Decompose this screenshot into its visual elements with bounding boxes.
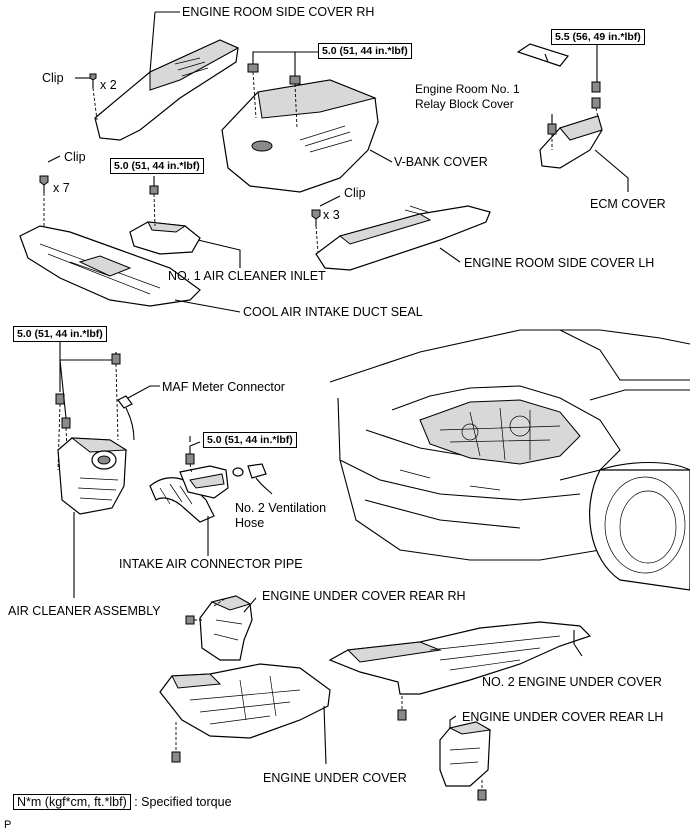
label-engine-under-cover-rear-rh: ENGINE UNDER COVER REAR RH bbox=[262, 589, 466, 603]
torque-air-cleaner-assembly: 5.0 (51, 44 in.*lbf) bbox=[13, 326, 107, 342]
torque-v-bank-cover: 5.0 (51, 44 in.*lbf) bbox=[318, 43, 412, 59]
label-intake-air-connector-pipe: INTAKE AIR CONNECTOR PIPE bbox=[119, 557, 303, 571]
ecm-cover-part bbox=[539, 42, 629, 192]
engine-under-cover-rear-lh-part bbox=[439, 715, 492, 801]
torque-legend-unit: N*m (kgf*cm, ft.*lbf) bbox=[13, 794, 131, 810]
torque-intake-air-connector-pipe: 5.0 (51, 44 in.*lbf) bbox=[203, 432, 297, 448]
label-cool-air-intake-duct-seal: COOL AIR INTAKE DUCT SEAL bbox=[243, 305, 423, 319]
label-engine-under-cover: ENGINE UNDER COVER bbox=[263, 771, 407, 785]
intake-air-connector-pipe-part bbox=[149, 441, 229, 556]
no2-ventilation-hose-part bbox=[232, 463, 273, 495]
label-engine-room-side-cover-lh: ENGINE ROOM SIDE COVER LH bbox=[464, 256, 655, 270]
v-bank-cover-part bbox=[221, 51, 393, 193]
vehicle-front-illustration bbox=[329, 329, 690, 591]
no2-engine-under-cover-part bbox=[328, 621, 592, 721]
label-relay-block-cover-line1: Engine Room No. 1 bbox=[415, 82, 520, 96]
label-clip-rh-count: x 2 bbox=[100, 78, 117, 92]
label-relay-block-cover-line2: Relay Block Cover bbox=[415, 97, 514, 111]
engine-room-side-cover-lh-part bbox=[315, 205, 491, 271]
engine-under-cover-rear-rh-part bbox=[185, 595, 257, 661]
label-maf-meter-connector: MAF Meter Connector bbox=[162, 380, 285, 394]
torque-ecm-cover: 5.5 (56, 49 in.*lbf) bbox=[551, 29, 645, 45]
engine-room-side-cover-rh-part bbox=[94, 11, 240, 141]
clip-rh-fastener bbox=[75, 73, 98, 121]
clip-lh-fastener bbox=[311, 195, 341, 253]
label-engine-under-cover-rear-lh: ENGINE UNDER COVER REAR LH bbox=[462, 710, 664, 724]
label-v-bank-cover: V-BANK COVER bbox=[394, 155, 488, 169]
label-no2-engine-under-cover: NO. 2 ENGINE UNDER COVER bbox=[482, 675, 662, 689]
label-no1-air-cleaner-inlet: NO. 1 AIR CLEANER INLET bbox=[168, 269, 326, 283]
label-ecm-cover: ECM COVER bbox=[590, 197, 666, 211]
label-engine-room-side-cover-rh: ENGINE ROOM SIDE COVER RH bbox=[182, 5, 375, 19]
label-clip-rh: Clip bbox=[42, 71, 64, 85]
clip-duct-seal-fastener bbox=[39, 155, 61, 228]
torque-legend: N*m (kgf*cm, ft.*lbf) : Specified torque bbox=[13, 794, 232, 810]
label-clip-lh: Clip bbox=[344, 186, 366, 200]
relay-block-cover-part bbox=[516, 43, 570, 67]
label-clip-duct-seal-count: x 7 bbox=[53, 181, 70, 195]
air-cleaner-assembly-part bbox=[57, 437, 128, 598]
engine-under-cover-part bbox=[159, 663, 331, 765]
label-clip-lh-count: x 3 bbox=[323, 208, 340, 222]
no1-air-cleaner-inlet-part bbox=[129, 176, 241, 268]
label-air-cleaner-assembly: AIR CLEANER ASSEMBLY bbox=[8, 604, 161, 618]
cool-air-intake-duct-seal-part bbox=[19, 225, 241, 313]
torque-legend-text: : Specified torque bbox=[134, 795, 232, 809]
maf-meter-connector-part bbox=[117, 385, 160, 441]
corner-mark: P bbox=[4, 819, 12, 831]
torque-no1-air-cleaner-inlet: 5.0 (51, 44 in.*lbf) bbox=[110, 158, 204, 174]
label-clip-duct-seal: Clip bbox=[64, 150, 86, 164]
label-no2-ventilation-hose-line2: Hose bbox=[235, 516, 265, 530]
air-cleaner-bolts bbox=[55, 342, 121, 471]
label-no2-ventilation-hose-line1: No. 2 Ventilation bbox=[235, 501, 327, 515]
